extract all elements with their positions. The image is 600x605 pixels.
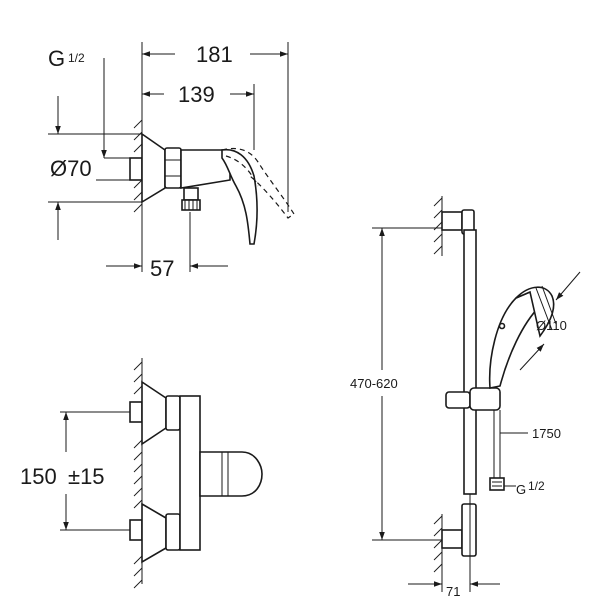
dim-outlet-offset: 57 (150, 256, 174, 281)
dim-rosette-diameter: Ø70 (50, 156, 92, 181)
mixer-top-view (60, 358, 263, 589)
dim-thread-top-fraction: 1/2 (68, 51, 85, 65)
dim-spout-depth: 139 (178, 82, 215, 107)
dim-overall-depth: 181 (196, 42, 233, 67)
dim-rail-adjustment: 470-620 (350, 376, 398, 391)
dim-hose-length: 1750 (532, 426, 561, 441)
dim-hose-thread-fraction: 1/2 (528, 479, 545, 493)
dim-center-distance: 150 (20, 464, 57, 489)
mixer-side-view (48, 42, 295, 272)
dim-hose-thread: G (516, 482, 526, 497)
dim-thread-top: G (48, 46, 65, 71)
dim-center-tolerance: ±15 (68, 464, 105, 489)
dim-rail-wall-distance: 71 (446, 584, 460, 599)
shower-rail-set (372, 196, 581, 592)
dim-hand-shower-diameter: Ø110 (536, 318, 567, 333)
